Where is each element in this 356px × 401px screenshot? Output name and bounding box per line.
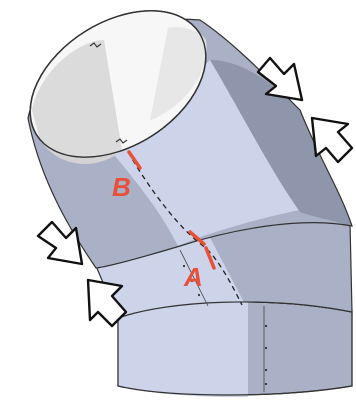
arrow-left-down-icon — [36, 220, 84, 266]
marker-b-label: B — [112, 172, 131, 202]
arrow-left-up-icon — [86, 278, 128, 328]
marker-a-label: A — [183, 262, 203, 292]
rim-notch-bottom — [115, 138, 128, 144]
seam-dashed-line — [127, 151, 243, 306]
pipe-opening — [29, 10, 207, 164]
bottom-segment-highlight — [118, 300, 248, 398]
rim-notch-top — [89, 42, 102, 48]
marker-b-segment — [127, 150, 142, 170]
bottom-segment — [117, 300, 353, 398]
bottom-rivets — [264, 324, 268, 386]
marker-a-segment-upper — [188, 230, 206, 246]
arrow-top-right-down-icon — [256, 56, 304, 102]
pipe-opening-inner-shadow — [32, 40, 122, 164]
pipe-opening-inner-shadow-right — [150, 27, 207, 120]
top-segment-shadow — [210, 60, 352, 226]
marker-a-segment-lower — [204, 246, 216, 270]
pipe-opening-rim-outline — [29, 10, 207, 158]
middle-rivets — [182, 264, 201, 297]
middle-segment-seam — [179, 249, 209, 307]
outline-arrow-icon — [36, 56, 354, 328]
arrow-top-right-up-icon — [310, 116, 354, 164]
seam-reference-line — [127, 150, 243, 306]
